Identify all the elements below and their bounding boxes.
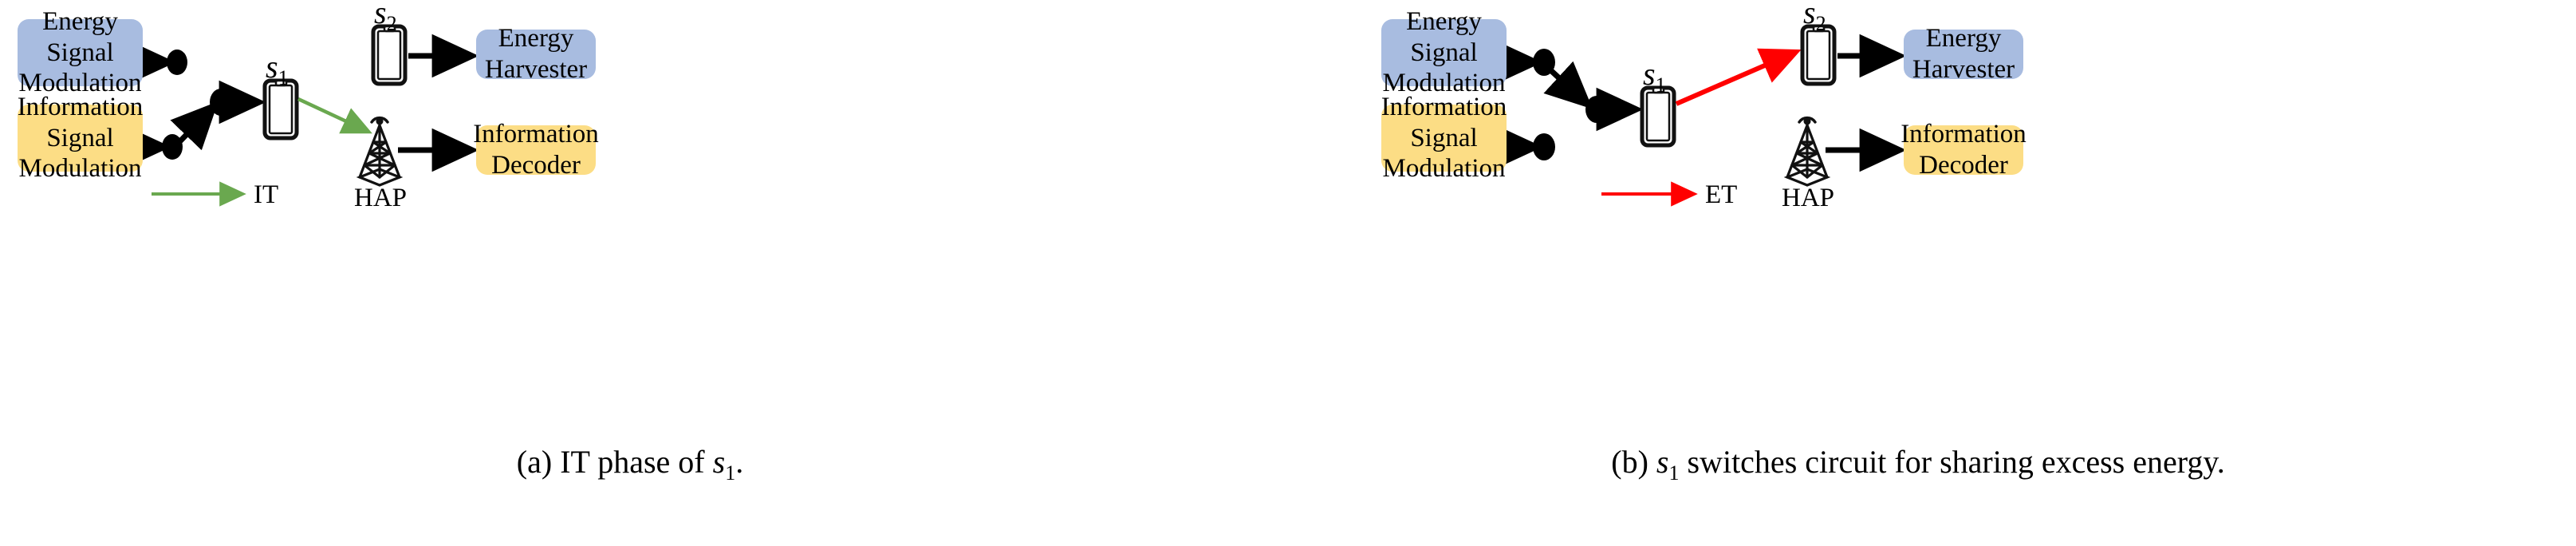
- label-user1-sub: 1: [1655, 73, 1666, 97]
- switch-lever: [170, 101, 219, 151]
- block-energy-harvester: Energy Harvester: [1904, 24, 2023, 84]
- caption-symbol-sub: 1: [1668, 461, 1680, 485]
- block-information-decoder: Information Decoder: [1900, 120, 2027, 180]
- caption-text: switches circuit for sharing excess ener…: [1687, 444, 2225, 480]
- block-energy-signal-modulation: Energy Signal Modulation: [1381, 7, 1507, 97]
- hap-tower-icon: [356, 117, 404, 187]
- block-line: Harvester: [484, 55, 588, 84]
- label-user1-text: s: [1643, 56, 1656, 92]
- switch-terminal-energy: [167, 49, 187, 75]
- legend-it-label: IT: [254, 180, 279, 209]
- block-line: Information: [17, 93, 144, 122]
- device-user2-phone-icon: [1800, 24, 1837, 86]
- device-user2-phone-icon: [371, 24, 408, 86]
- label-user2: s2: [374, 0, 397, 36]
- block-line: Signal: [46, 123, 114, 152]
- hap-tower-icon: [1783, 117, 1831, 187]
- block-energy-signal-modulation: Energy Signal Modulation: [18, 7, 143, 97]
- block-information-signal-modulation: Information Signal Modulation: [18, 93, 144, 183]
- device-user1-phone-icon: [262, 78, 299, 140]
- block-line: Signal: [46, 38, 114, 67]
- switch-terminal-information: [1533, 133, 1555, 160]
- caption-text: IT phase of: [560, 444, 705, 480]
- label-user2-sub: 2: [386, 12, 397, 35]
- caption-suffix: .: [735, 444, 744, 480]
- block-line: Modulation: [1382, 69, 1506, 98]
- label-user2-text: s: [1803, 0, 1816, 30]
- panel-a: Energy Signal Modulation Information Sig…: [0, 0, 1260, 546]
- block-line: Information: [473, 120, 599, 149]
- label-user2-sub: 2: [1815, 12, 1826, 35]
- block-line: Energy: [1925, 24, 2002, 53]
- block-line: Information: [1381, 93, 1507, 122]
- caption-prefix: (a): [516, 444, 553, 480]
- label-hap: HAP: [354, 184, 408, 212]
- caption-symbol-sub: 1: [725, 461, 736, 485]
- block-line: Information: [1900, 120, 2027, 149]
- block-information-signal-modulation: Information Signal Modulation: [1381, 93, 1507, 183]
- label-user1-text: s: [266, 49, 278, 85]
- legend-et-label: ET: [1705, 180, 1738, 209]
- block-line: Harvester: [1912, 55, 2015, 84]
- block-line: Signal: [1410, 38, 1478, 67]
- block-line: Energy: [1406, 7, 1482, 37]
- caption-prefix: (b): [1611, 444, 1648, 480]
- block-line: Modulation: [18, 69, 142, 98]
- block-line: Decoder: [1919, 151, 2008, 180]
- caption-panel-b: (b) s1 switches circuit for sharing exce…: [1260, 443, 2576, 485]
- device-user1-phone-icon: [1640, 85, 1676, 148]
- caption-symbol: s: [1656, 444, 1669, 480]
- block-line: Modulation: [1382, 154, 1506, 184]
- block-line: Signal: [1410, 123, 1478, 152]
- caption-panel-a: (a) IT phase of s1.: [0, 443, 1260, 485]
- panel-b-graphics: [1495, 24, 1907, 207]
- block-line: Energy: [498, 24, 574, 53]
- label-user1: s1: [266, 48, 289, 90]
- label-user2-text: s: [374, 0, 387, 30]
- label-hap: HAP: [1782, 184, 1835, 212]
- switch-lever: [1543, 61, 1593, 109]
- caption-symbol: s: [712, 444, 726, 480]
- switch-pole-node: [1585, 96, 1608, 123]
- panel-a-graphics: [124, 24, 479, 207]
- block-line: Decoder: [491, 151, 581, 180]
- label-user1-sub: 1: [278, 66, 289, 89]
- block-line: Modulation: [18, 154, 142, 184]
- panel-b: Energy Signal Modulation Information Sig…: [1260, 0, 2576, 546]
- label-user2: s2: [1803, 0, 1826, 36]
- block-information-decoder: Information Decoder: [473, 120, 599, 180]
- block-line: Energy: [42, 7, 118, 37]
- et-arrow-user1-to-user2: [1675, 48, 1802, 106]
- label-user1: s1: [1643, 55, 1666, 97]
- switch-pole-node: [210, 89, 232, 116]
- it-arrow-user1-to-hap: [297, 97, 372, 134]
- block-energy-harvester: Energy Harvester: [476, 24, 596, 84]
